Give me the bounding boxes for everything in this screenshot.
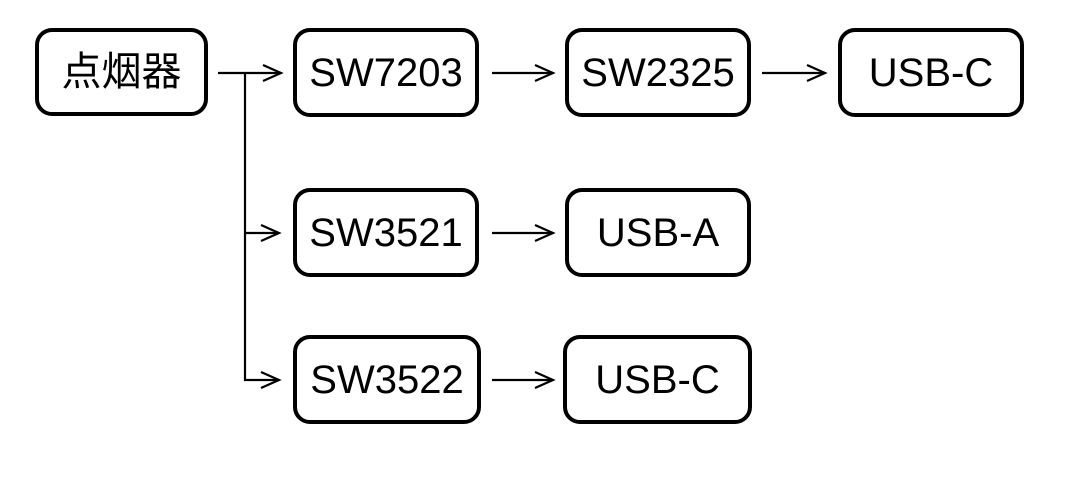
node-usbc-top-label: USB-C: [868, 50, 994, 95]
node-usbc-top: USB-C: [838, 28, 1024, 117]
node-usba: USB-A: [565, 188, 751, 277]
node-sw7203-label: SW7203: [309, 50, 463, 95]
node-usbc-bottom-label: USB-C: [595, 357, 720, 402]
node-lighter: 点烟器: [35, 28, 208, 116]
node-usbc-bottom: USB-C: [563, 335, 752, 424]
node-sw3521-label: SW3521: [309, 210, 463, 255]
node-sw3522: SW3522: [293, 335, 481, 424]
node-sw7203: SW7203: [293, 28, 479, 117]
node-sw2325-label: SW2325: [581, 50, 735, 95]
node-usba-label: USB-A: [596, 210, 720, 255]
node-sw3522-label: SW3522: [310, 357, 464, 402]
node-sw2325: SW2325: [565, 28, 751, 117]
node-lighter-label: 点烟器: [61, 50, 182, 94]
edge-lighter-branch-sw3522: [243, 73, 282, 390]
node-sw3521: SW3521: [293, 188, 479, 277]
